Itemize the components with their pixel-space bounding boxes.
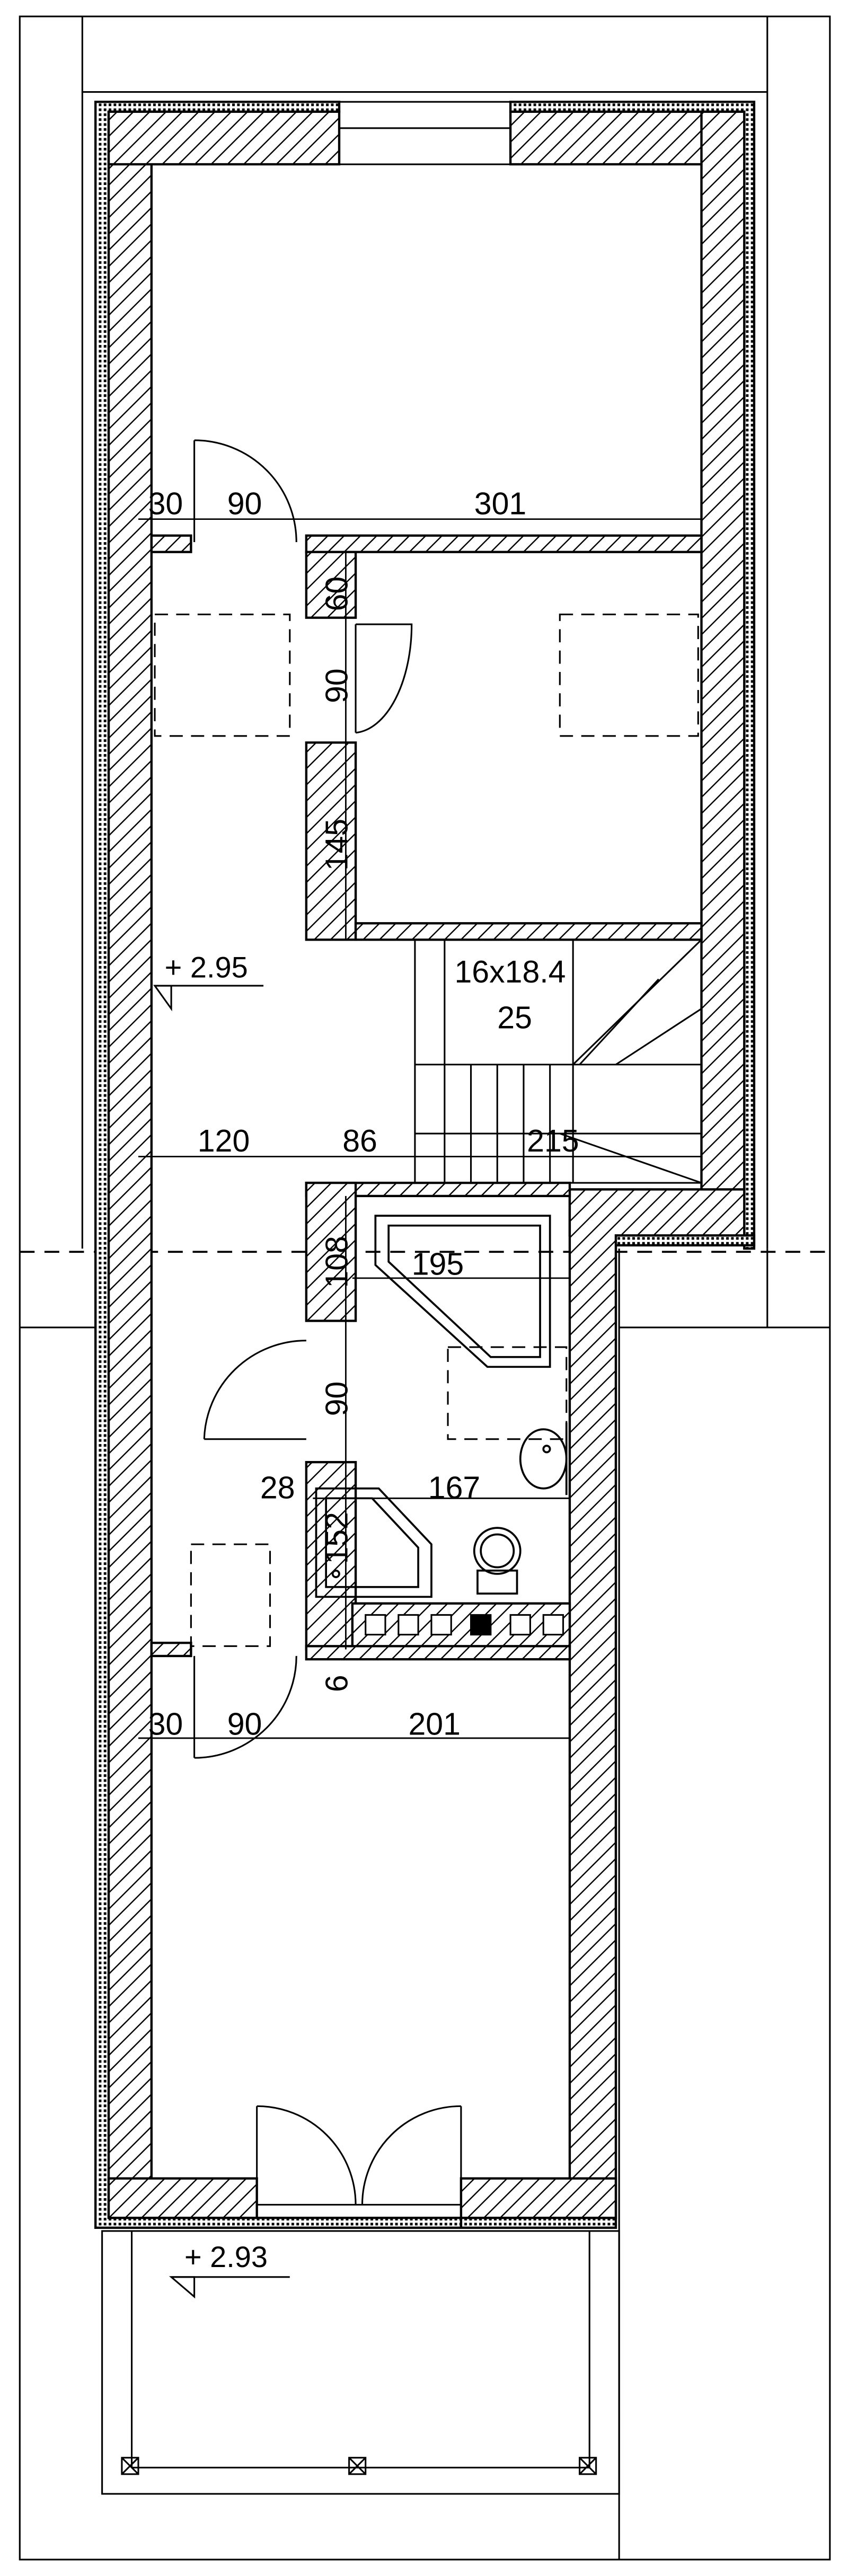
dim-bath-108: 108 [320, 1236, 354, 1288]
doors-lower [193, 1340, 462, 2206]
dim-top-left-30: 30 [148, 486, 183, 521]
dim-wall-60: 60 [320, 577, 354, 612]
dim-bottom-room-201: 201 [408, 1707, 460, 1742]
toilet [473, 1527, 522, 1595]
doors-upper [193, 439, 413, 734]
dim-wc-167: 167 [428, 1471, 480, 1505]
dim-wall-145: 145 [320, 819, 354, 871]
level-labels: + 2.95 + 2.93 [165, 951, 268, 2274]
level-upper: + 2.95 [165, 951, 248, 984]
dim-bottom-door-90: 90 [227, 1707, 262, 1742]
level-markers [153, 985, 290, 2299]
dim-mid-86: 86 [342, 1124, 377, 1158]
dim-top-room-301: 301 [474, 486, 526, 521]
interior-walls-upper [150, 534, 703, 941]
sink [519, 1422, 568, 1495]
dim-mid-215: 215 [527, 1124, 579, 1158]
vent-blocks [365, 1614, 564, 1636]
dim-bath-195: 195 [412, 1247, 464, 1282]
dim-wc-28: 28 [260, 1471, 295, 1505]
top-window [339, 101, 511, 165]
dim-shower-152: 152 [320, 1512, 354, 1564]
dimension-labels: 30 90 301 60 90 145 16x18.4 25 120 86 21… [148, 486, 579, 1741]
dim-stair-count: 25 [497, 1001, 532, 1035]
dim-door-90-a: 90 [320, 668, 354, 703]
dim-bottom-left-30: 30 [148, 1707, 183, 1742]
interior-walls-lower [150, 1181, 571, 1661]
dimension-lines [138, 518, 702, 1739]
dim-door-90-b: 90 [320, 1382, 354, 1417]
dim-stair-size: 16x18.4 [454, 955, 566, 989]
bathtub [374, 1215, 551, 1368]
wardrobes [154, 613, 699, 1647]
dim-wall-6: 6 [320, 1675, 354, 1692]
dim-mid-120: 120 [198, 1124, 250, 1158]
dim-top-door-90: 90 [227, 486, 262, 521]
balcony [101, 2230, 620, 2495]
exterior-walls [94, 101, 756, 2229]
level-lower: + 2.93 [184, 2240, 268, 2273]
